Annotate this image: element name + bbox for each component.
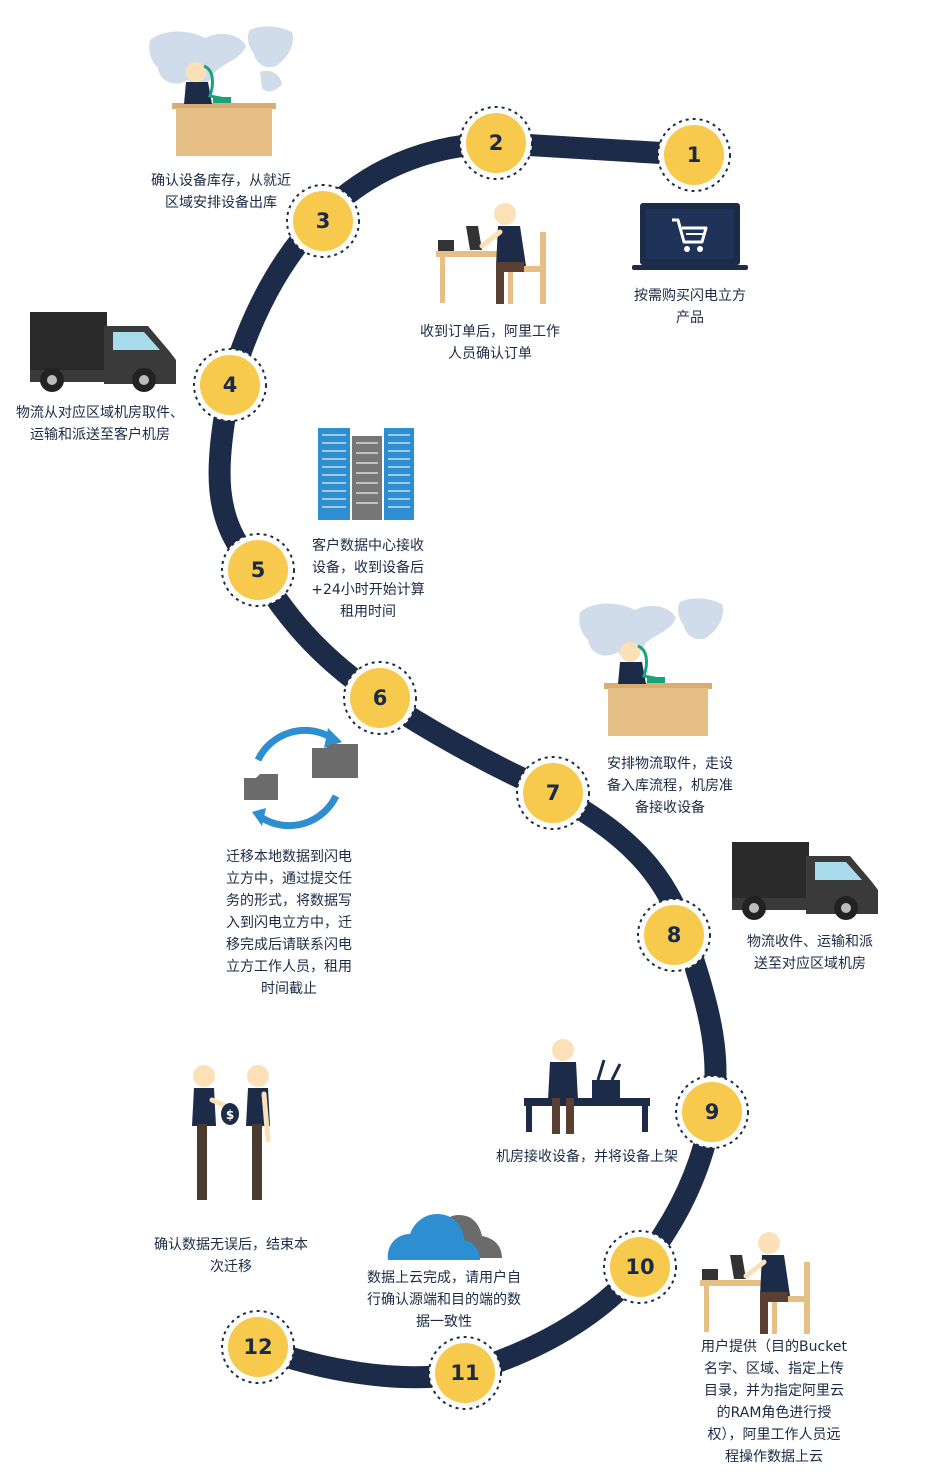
step-4-circle	[200, 355, 260, 415]
step-12-node: 12	[221, 1310, 295, 1384]
step-10-label: 用户提供（目的Bucket 名字、区域、指定上传 目录，并为指定阿里云 的RAM…	[701, 1339, 847, 1465]
step-7-number: 7	[546, 781, 561, 805]
step-6-number: 6	[373, 686, 388, 710]
worker-at-desk-icon	[436, 203, 546, 304]
step-2-number: 2	[489, 131, 504, 155]
step-9-number: 9	[705, 1100, 720, 1124]
step-6-node: 6	[343, 661, 417, 735]
step-4-number: 4	[223, 373, 238, 397]
step-2-node: 2	[459, 106, 533, 180]
datacenter-buildings-icon	[318, 428, 414, 520]
laptop-cart-icon	[632, 203, 748, 270]
step-11-circle	[435, 1343, 495, 1403]
handshake-payment-icon: $	[192, 1065, 271, 1200]
step-12-label: 确认数据无误后，结束本 次迁移	[154, 1237, 308, 1275]
step-12-number: 12	[243, 1335, 272, 1359]
step-12-circle	[228, 1317, 288, 1377]
step-8-circle	[644, 905, 704, 965]
step-1-label: 按需购买闪电立方 产品	[634, 288, 746, 326]
worker-at-desk-icon	[700, 1232, 810, 1334]
step-10-number: 10	[625, 1255, 654, 1279]
step-9-circle	[682, 1082, 742, 1142]
truck-icon	[30, 312, 176, 392]
svg-text:$: $	[226, 1108, 234, 1122]
operator-world-map-icon	[579, 598, 724, 736]
step-6-label: 迁移本地数据到闪电 立方中，通过提交任 务的形式，将数据写 入到闪电立方中，迁 …	[226, 849, 352, 997]
step-1-circle	[664, 125, 724, 185]
step-3-label: 确认设备库存，从就近 区域安排设备出库	[151, 173, 291, 211]
step-8-label: 物流收件、运输和派 送至对应区域机房	[747, 934, 873, 972]
step-9-label: 机房接收设备，并将设备上架	[496, 1149, 678, 1165]
worker-rack-icon	[524, 1039, 650, 1134]
step-10-node: 10	[603, 1230, 677, 1304]
step-10-circle	[610, 1237, 670, 1297]
step-6-circle	[350, 668, 410, 728]
step-8-number: 8	[667, 923, 682, 947]
step-4-label: 物流从对应区域机房取件、 运输和派送至客户机房	[16, 405, 184, 443]
step-3-number: 3	[316, 209, 331, 233]
step-7-circle	[523, 763, 583, 823]
step-1-node: 1	[657, 118, 731, 192]
folder-sync-icon	[244, 726, 358, 830]
step-2-label: 收到订单后，阿里工作 人员确认订单	[420, 324, 560, 362]
step-7-label: 安排物流取件，走设 备入库流程，机房准 备接收设备	[607, 756, 733, 816]
step-8-node: 8	[637, 898, 711, 972]
step-11-node: 11	[428, 1336, 502, 1410]
step-9-node: 9	[675, 1075, 749, 1149]
step-5-number: 5	[251, 558, 266, 582]
cloud-icon	[387, 1214, 502, 1260]
step-5-node: 5	[221, 533, 295, 607]
step-7-node: 7	[516, 756, 590, 830]
truck-icon	[732, 842, 878, 920]
step-5-circle	[228, 540, 288, 600]
step-5-label: 客户数据中心接收 设备，收到设备后 +24小时开始计算 租用时间	[311, 538, 425, 620]
step-3-node: 3	[286, 184, 360, 258]
step-2-circle	[466, 113, 526, 173]
step-4-node: 4	[193, 348, 267, 422]
step-3-circle	[293, 191, 353, 251]
step-11-label: 数据上云完成，请用户自 行确认源端和目的端的数 据一致性	[367, 1270, 521, 1330]
step-11-number: 11	[450, 1361, 479, 1385]
step-1-number: 1	[687, 143, 702, 167]
operator-world-map-icon	[149, 26, 294, 156]
